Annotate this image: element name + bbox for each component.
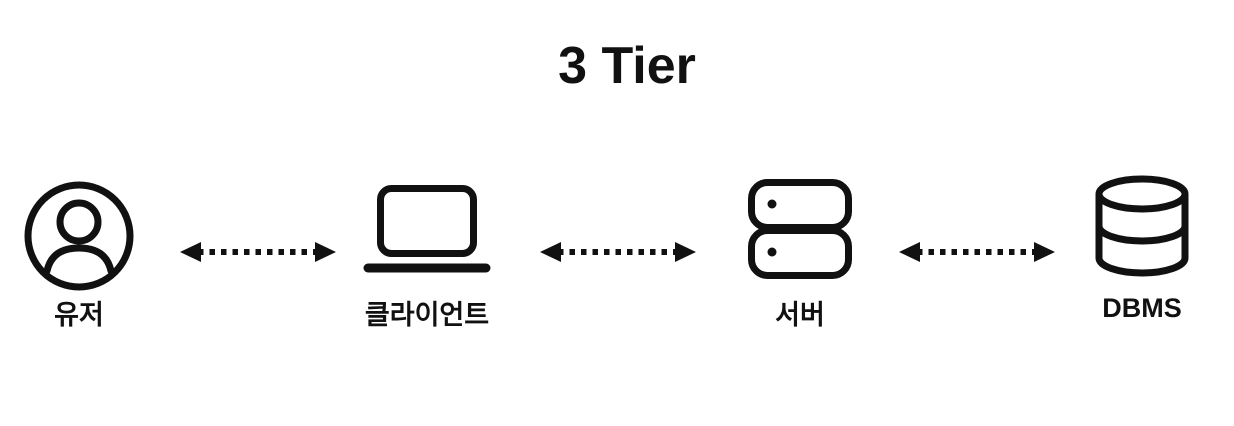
node-user: 유저: [9, 160, 149, 345]
server-icon: [748, 179, 852, 279]
node-label-client: 클라이언트: [364, 300, 490, 330]
dotted-double-arrow-server-dbms: [899, 238, 1055, 266]
node-dbms: DBMS: [1072, 160, 1212, 345]
diagram-title: 3 Tier: [558, 37, 696, 95]
node-label-server: 서버: [775, 300, 825, 330]
node-label-dbms: DBMS: [1102, 293, 1182, 323]
laptop-icon: [362, 185, 492, 277]
dotted-double-arrow-user-client: [180, 238, 336, 266]
dotted-double-arrow-client-server: [540, 238, 696, 266]
user-icon: [23, 180, 135, 292]
database-icon: [1092, 174, 1192, 278]
node-client: 클라이언트: [355, 160, 499, 345]
node-server: 서버: [730, 160, 870, 345]
node-label-user: 유저: [54, 300, 104, 330]
